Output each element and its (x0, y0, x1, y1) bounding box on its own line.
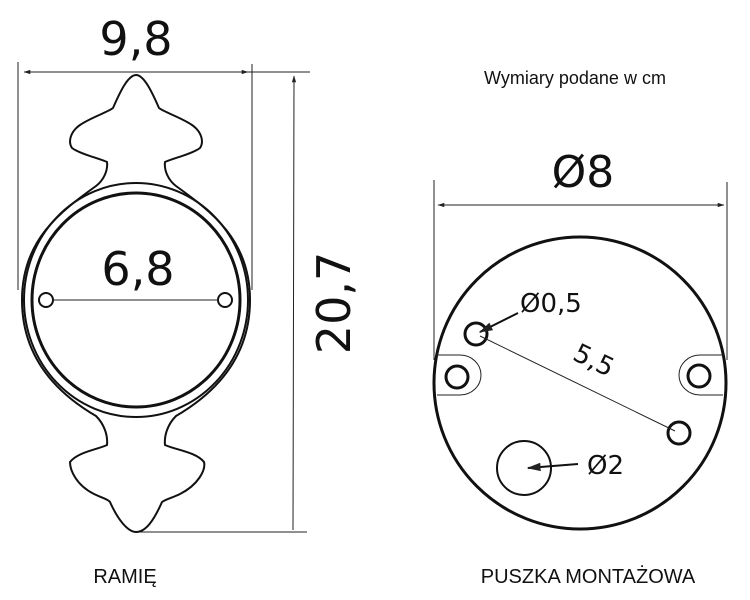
box-tab-left (436, 354, 482, 396)
arm-hole-right (217, 292, 233, 308)
box-label: PUSZKA MONTAŻOWA (481, 565, 696, 588)
box-small-hole-leader (478, 312, 519, 333)
box-large-hole-leader (526, 462, 579, 472)
box-tab-hole-left (444, 364, 470, 390)
units-note: Wymiary podane w cm (484, 68, 666, 88)
box-diameter-dimension: Ø8 (552, 147, 615, 198)
arm-height-dimension-line (291, 75, 297, 531)
arm-hole-left (38, 292, 54, 308)
arm-outline (20, 73, 252, 534)
arm-width-dimension: 9,8 (99, 12, 172, 66)
box-tab-hole-right (686, 363, 712, 389)
box-hole-spacing-line (479, 335, 676, 432)
box-small-hole-dimension: Ø0,5 (520, 289, 582, 319)
arm-height-dimension: 20,7 (307, 252, 361, 354)
box-outline (432, 235, 728, 531)
arm-inner-dimension: 6,8 (101, 242, 174, 296)
box-large-hole (496, 440, 552, 496)
box-hole-spacing-dimension: 5,5 (568, 338, 618, 383)
arm-label: RAMIĘ (93, 566, 156, 588)
box-small-hole-1 (463, 321, 489, 347)
box-drawing (432, 180, 728, 531)
arm-drawing (17, 62, 310, 534)
arm-ring-outer (23, 182, 249, 418)
box-tab-right (678, 354, 724, 396)
arm-ring-inner (30, 191, 242, 409)
box-large-hole-dimension: Ø2 (587, 451, 624, 481)
box-small-hole-2 (666, 420, 692, 446)
